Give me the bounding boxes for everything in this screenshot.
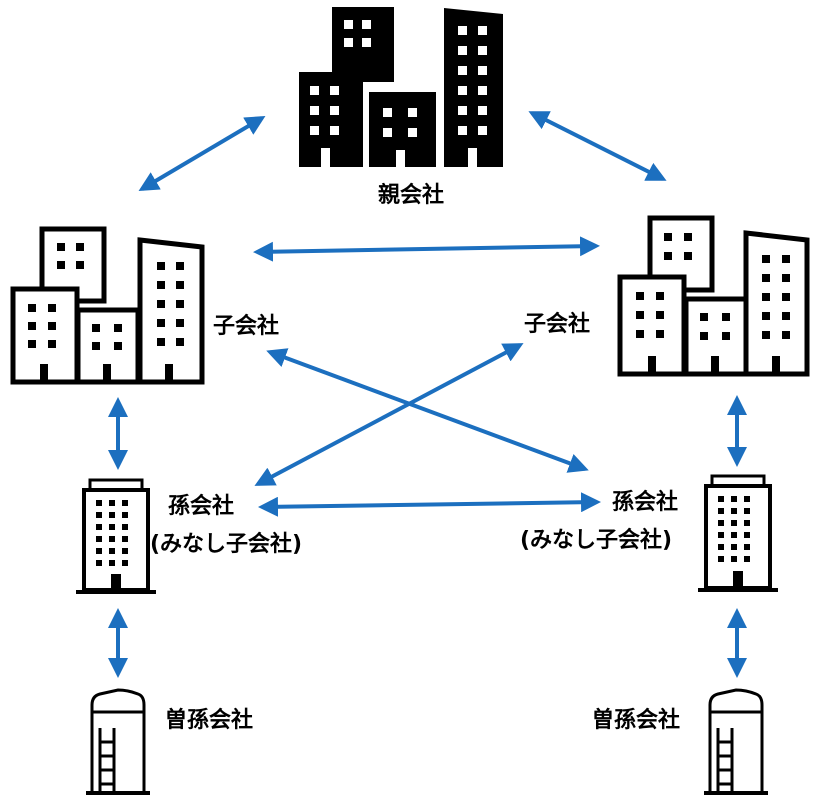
sub-subsidiary-right-icon [698,474,778,592]
subsidiary-right-label: 子会社 [524,312,591,337]
great-sub-left-icon [86,688,150,795]
sub-subsidiary-left-note: (みなし子会社) [150,532,303,557]
sub-subsidiary-right-note: (みなし子会社) [520,528,673,553]
arrow-subsidiary-right-subsub-left [254,343,524,486]
sub-subsidiary-left-icon [76,478,156,594]
parent-company-label: 親会社 [377,183,444,208]
subsidiary-left-icon [10,226,205,385]
subsidiary-right-icon [617,215,810,377]
sub-subsidiary-left-label: 孫会社 [168,494,235,519]
great-sub-right-label: 曽孫会社 [592,708,681,733]
sub-subsidiary-right-label: 孫会社 [612,490,679,515]
arrow-subsidiary-left-right [253,236,600,262]
great-sub-left-label: 曽孫会社 [165,708,254,733]
great-sub-right-icon [704,688,768,795]
arrow-parent-subsidiary-right [528,111,667,181]
parent-company-icon [299,7,503,167]
subsidiary-left-label: 子会社 [213,314,280,339]
arrow-parent-subsidiary-left [138,115,266,192]
arrow-subsub-left-right [258,492,601,517]
